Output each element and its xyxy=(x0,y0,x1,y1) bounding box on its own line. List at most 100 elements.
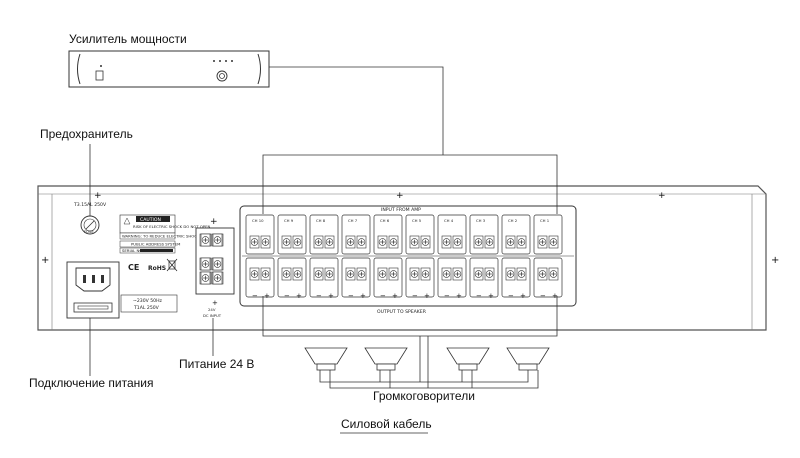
power-amplifier xyxy=(68,50,270,88)
power-spec-voltage: ~230V 50Hz xyxy=(133,298,163,304)
terminal-screw-icon xyxy=(537,235,548,249)
minus-sign: − xyxy=(508,292,514,300)
weee-bin-icon xyxy=(166,258,178,272)
terminal-screw-icon xyxy=(260,267,271,281)
dc-screw-icon xyxy=(212,271,223,285)
terminal-screw-icon xyxy=(484,235,495,249)
speaker-icon xyxy=(364,347,408,371)
chassis-screw-icon: + xyxy=(658,191,666,201)
dc-plus-icon: + xyxy=(210,217,218,227)
plus-sign: + xyxy=(264,292,270,300)
dc-input-text: DC INPUT xyxy=(203,313,222,318)
terminal-screw-icon xyxy=(548,235,559,249)
amplifier-label: Усилитель мощности xyxy=(69,32,187,46)
terminal-screw-icon xyxy=(420,235,431,249)
plus-sign: + xyxy=(520,292,526,300)
channel-label: CH 9 xyxy=(284,218,294,223)
channel-terminal: CH 7−+ xyxy=(341,214,371,300)
terminal-screw-icon xyxy=(409,235,420,249)
output-to-speaker-label: OUTPUT TO SPEAKER xyxy=(377,309,427,315)
channel-label: CH 2 xyxy=(508,218,518,223)
channel-label: CH 8 xyxy=(316,218,326,223)
terminal-screw-icon xyxy=(516,267,527,281)
terminal-screw-icon xyxy=(441,267,452,281)
channel-terminal: CH 8−+ xyxy=(309,214,339,300)
terminal-screw-icon xyxy=(441,235,452,249)
terminal-screw-icon xyxy=(281,235,292,249)
chassis-screw-icon: + xyxy=(396,191,404,201)
plus-sign: + xyxy=(392,292,398,300)
speakers-label: Громкоговорители xyxy=(373,389,475,403)
terminal-screw-icon xyxy=(484,267,495,281)
minus-sign: − xyxy=(284,292,290,300)
minus-sign: − xyxy=(540,292,546,300)
channel-terminal: CH 3−+ xyxy=(469,214,499,300)
power-connection-label: Подключение питания xyxy=(29,376,154,390)
chassis-screw-icon: + xyxy=(771,255,779,266)
channel-terminal: CH 2 −+ xyxy=(501,214,531,300)
warning-text: WARNING: TO REDUCE ELECTRIC SHOCK DO NOT… xyxy=(122,234,228,239)
terminal-screw-icon xyxy=(537,267,548,281)
channel-terminal: CH 4 −+ xyxy=(437,214,467,300)
plus-sign: + xyxy=(456,292,462,300)
terminal-screw-icon xyxy=(409,267,420,281)
terminal-screw-icon xyxy=(505,267,516,281)
terminal-screw-icon xyxy=(452,235,463,249)
channel-terminal: CH 1−+ xyxy=(533,214,563,300)
power-cable-label: Силовой кабель xyxy=(341,417,432,431)
terminal-screw-icon xyxy=(324,267,335,281)
dc-input-terminal: + + 24V DC INPUT xyxy=(195,217,235,318)
input-from-amp-label: INPUT FROM AMP xyxy=(381,207,421,213)
dc-screw-icon xyxy=(200,257,211,271)
caution-label: CAUTION RISK OF ELECTRIC SHOCK DO NOT OP… xyxy=(119,214,228,272)
terminal-screw-icon xyxy=(473,267,484,281)
plus-sign: + xyxy=(424,292,430,300)
channel-label: CH 5 xyxy=(412,218,422,223)
chassis-screw-icon: + xyxy=(94,191,102,201)
output-wire-frame xyxy=(262,296,558,337)
terminal-screw-icon xyxy=(281,267,292,281)
terminal-screw-icon xyxy=(292,267,303,281)
plus-sign: + xyxy=(488,292,494,300)
terminal-screw-icon xyxy=(345,267,356,281)
speaker-terminal-block: INPUT FROM AMP OUTPUT TO SPEAKER CH 10−+… xyxy=(239,205,577,315)
minus-sign: − xyxy=(380,292,386,300)
minus-sign: − xyxy=(476,292,482,300)
dc-plus-icon: + xyxy=(212,299,218,307)
amplifier-output-wire xyxy=(269,66,444,155)
channel-label: CH 7 xyxy=(348,218,358,223)
terminal-screw-icon xyxy=(388,267,399,281)
terminal-screw-icon xyxy=(473,235,484,249)
plus-sign: + xyxy=(552,292,558,300)
terminal-screw-icon xyxy=(452,267,463,281)
minus-sign: − xyxy=(444,292,450,300)
channel-terminal: CH 10−+ xyxy=(245,214,275,300)
minus-sign: − xyxy=(412,292,418,300)
speaker-icon xyxy=(506,347,550,371)
serial-label: SERIAL NO. xyxy=(122,248,143,253)
power-24v-label: Питание 24 В xyxy=(179,357,255,371)
terminal-screw-icon xyxy=(377,235,388,249)
terminal-screw-icon xyxy=(548,267,559,281)
speaker-icon xyxy=(304,347,348,371)
channel-label: CH 6 xyxy=(380,218,390,223)
terminal-screw-icon xyxy=(313,267,324,281)
terminal-screw-icon xyxy=(260,235,271,249)
channel-label: CH 4 xyxy=(444,218,454,223)
chassis-screw-icon: + xyxy=(41,255,49,266)
terminal-screw-icon xyxy=(516,235,527,249)
speaker-wiring xyxy=(319,336,539,389)
caution-subtext: RISK OF ELECTRIC SHOCK DO NOT OPEN xyxy=(133,224,210,229)
fuse-label: Предохранитель xyxy=(40,127,133,141)
plus-sign: + xyxy=(328,292,334,300)
terminal-screw-icon xyxy=(356,267,367,281)
terminal-screw-icon xyxy=(313,235,324,249)
system-name-text: PUBLIC ADDRESS SYSTEM xyxy=(131,242,180,247)
terminal-screw-icon xyxy=(345,235,356,249)
terminal-screw-icon xyxy=(249,235,260,249)
fuse-cap-text: FUSE xyxy=(84,229,94,234)
dc-screw-icon xyxy=(200,233,211,247)
terminal-screw-icon xyxy=(420,267,431,281)
terminal-screw-icon xyxy=(249,267,260,281)
